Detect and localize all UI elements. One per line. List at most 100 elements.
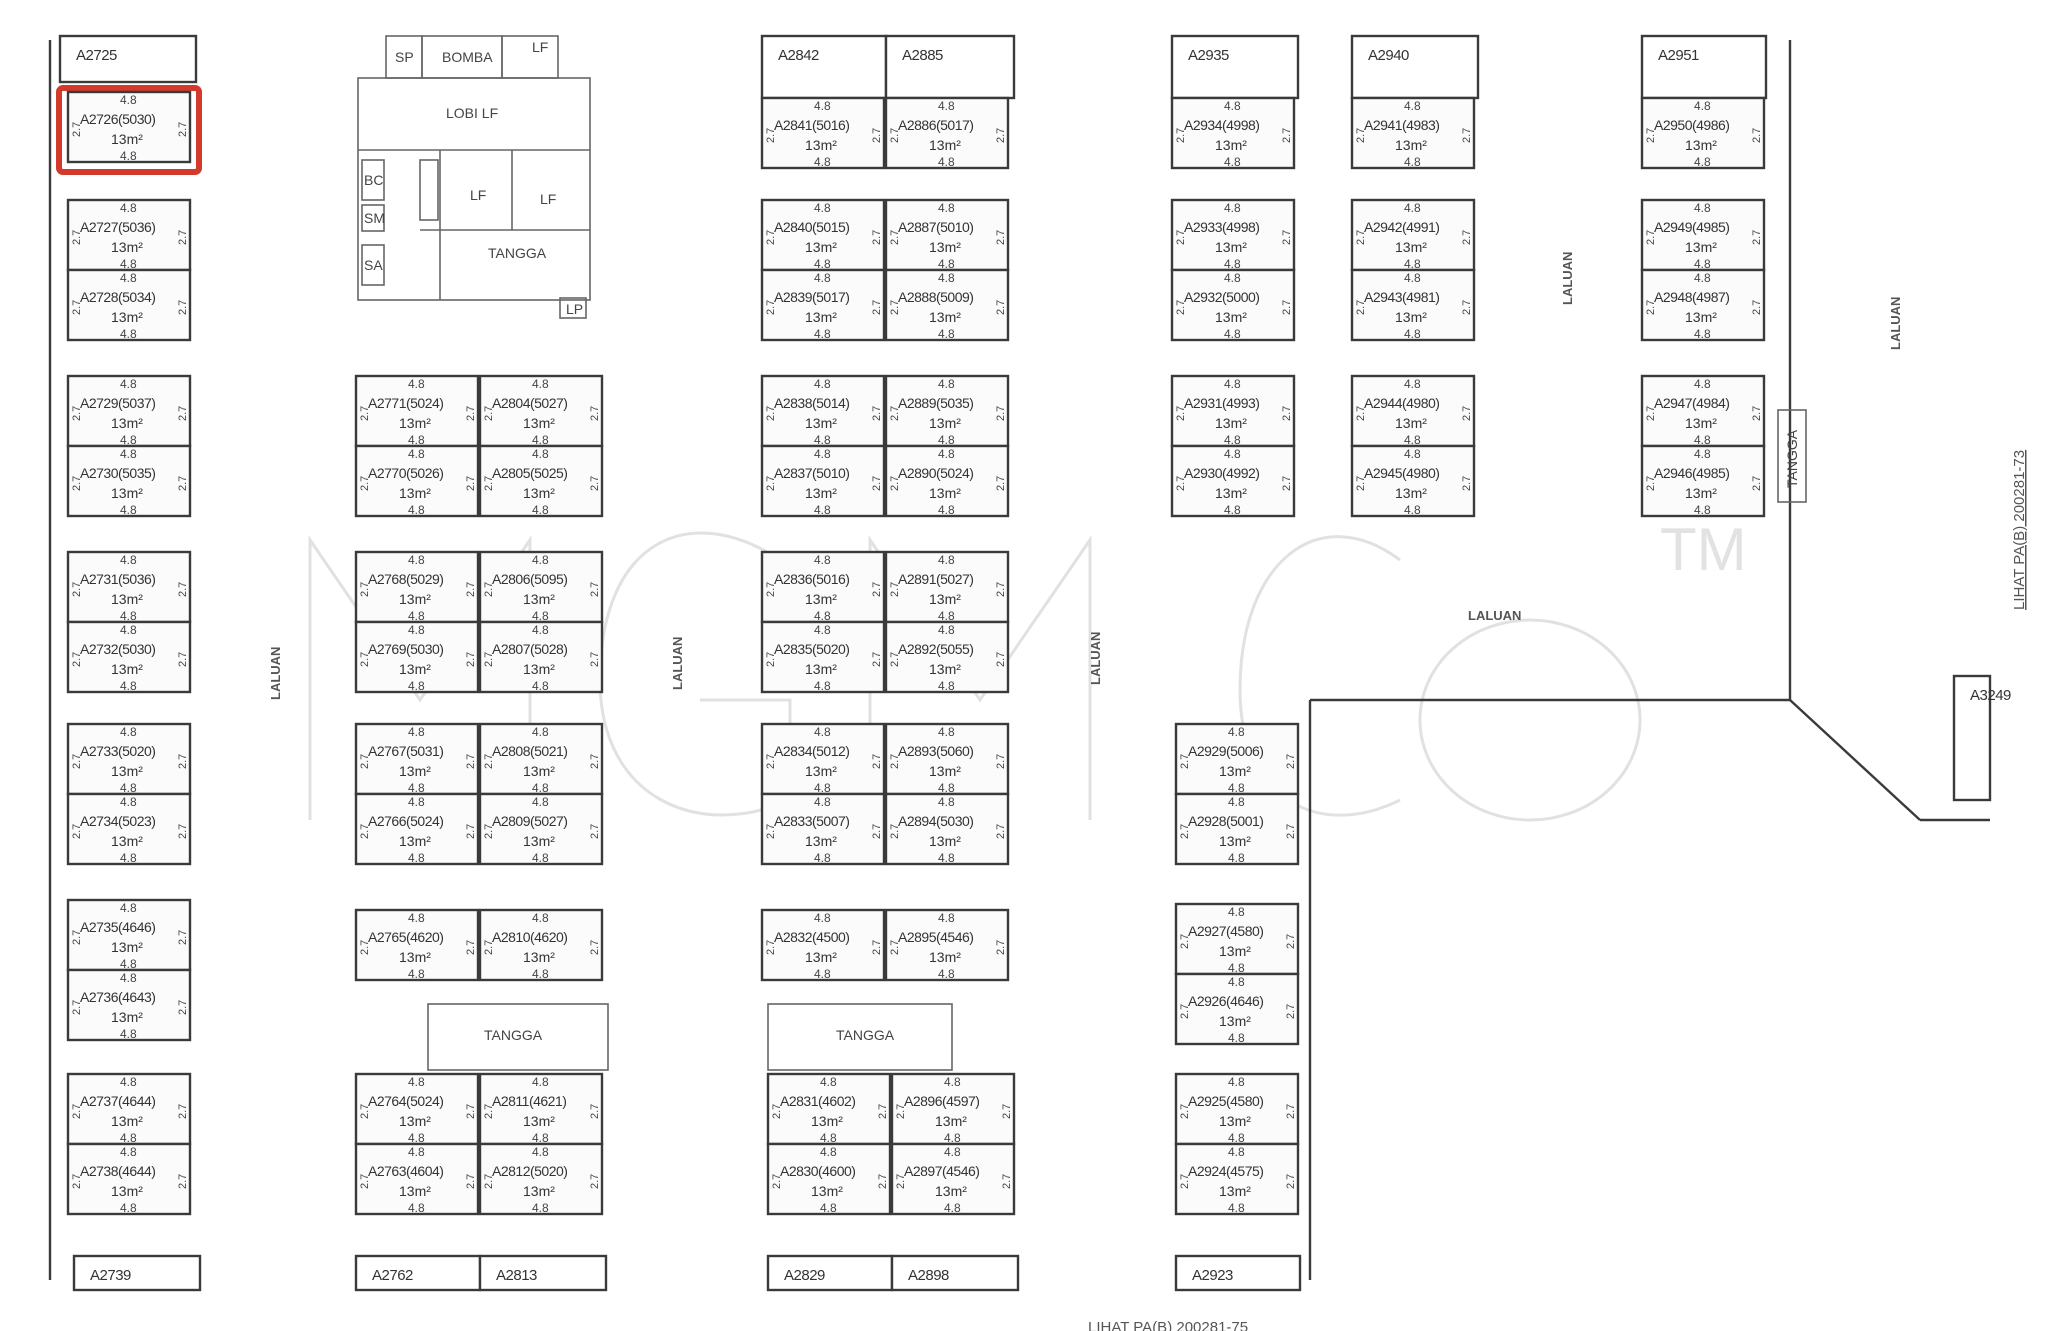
lot-dimension-left: 2.7 xyxy=(895,1174,907,1189)
lot-dimension-left: 2.7 xyxy=(889,128,901,143)
lot-area: 13m² xyxy=(811,1113,843,1129)
lot-dimension-left: 2.7 xyxy=(483,754,495,769)
lot-dimension-bottom: 4.8 xyxy=(938,609,955,623)
lot-dimension-left: 2.7 xyxy=(71,1000,83,1015)
lot-dimension-left: 2.7 xyxy=(359,1104,371,1119)
lot-dimension-top: 4.8 xyxy=(532,553,549,567)
lot-dimension-right: 2.7 xyxy=(1281,300,1293,315)
lot-dimension-right: 2.7 xyxy=(465,824,477,839)
lot-code: A2729(5037) xyxy=(80,395,155,411)
lot-dimension-right: 2.7 xyxy=(589,754,601,769)
lot-dimension-top: 4.8 xyxy=(1694,271,1711,285)
lot-dimension-right: 2.7 xyxy=(871,582,883,597)
lot-area: 13m² xyxy=(523,763,555,779)
lot-dimension-bottom: 4.8 xyxy=(408,503,425,517)
lot-dimension-top: 4.8 xyxy=(120,93,137,107)
lot-dimension-right: 2.7 xyxy=(1751,300,1763,315)
lot-dimension-right: 2.7 xyxy=(177,1104,189,1119)
lot-dimension-bottom: 4.8 xyxy=(814,781,831,795)
lot-area: 13m² xyxy=(1685,309,1717,325)
lot-area: 13m² xyxy=(523,485,555,501)
lot-dimension-bottom: 4.8 xyxy=(1228,1201,1245,1215)
lot-dimension-bottom: 4.8 xyxy=(938,433,955,447)
